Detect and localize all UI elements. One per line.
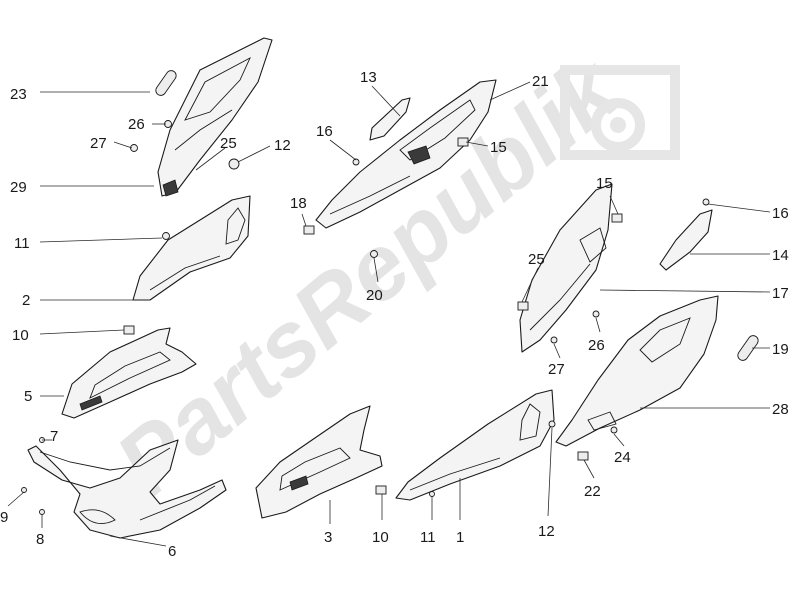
- screw-12: [228, 158, 240, 170]
- part-right-side-panel: [395, 389, 555, 501]
- callout-24: 24: [614, 449, 631, 466]
- screw-20: [370, 250, 378, 258]
- part-left-side-panel: [132, 195, 251, 301]
- callout-25: 25: [220, 135, 237, 152]
- callout-13: 13: [360, 69, 377, 86]
- callout-15: 15: [490, 139, 507, 156]
- callout-6: 6: [168, 543, 176, 560]
- callout-10: 10: [12, 327, 29, 344]
- screw-26b: [592, 310, 600, 318]
- callout-15b: 15: [596, 175, 613, 192]
- screw-8: [39, 509, 45, 515]
- callout-14: 14: [772, 247, 789, 264]
- screw-11: [162, 232, 170, 240]
- callout-16b: 16: [772, 205, 789, 222]
- screw-27b: [550, 336, 558, 344]
- part-footrest-right: [255, 405, 383, 519]
- callout-9: 9: [0, 509, 8, 526]
- screw-12b: [548, 420, 556, 428]
- callout-21: 21: [532, 73, 549, 90]
- part-bracket-13: [369, 97, 411, 141]
- callout-22: 22: [584, 483, 601, 500]
- callout-10b: 10: [372, 529, 389, 546]
- callout-27: 27: [90, 135, 107, 152]
- callout-16: 16: [316, 123, 333, 140]
- callout-25b: 25: [528, 251, 545, 268]
- callout-12b: 12: [538, 523, 555, 540]
- callout-8: 8: [36, 531, 44, 548]
- callout-27b: 27: [548, 361, 565, 378]
- callout-17: 17: [772, 285, 789, 302]
- part-side-rail-17: [519, 183, 613, 353]
- part-bracket-14: [659, 209, 713, 271]
- callout-5: 5: [24, 388, 32, 405]
- part-central-tunnel: [315, 79, 497, 229]
- callout-23: 23: [10, 86, 27, 103]
- callout-1: 1: [456, 529, 464, 546]
- callout-labels: 23 26 27 25 12 29 11 2 10 5 7 9 8 6 13 2…: [0, 69, 789, 560]
- callout-20: 20: [366, 287, 383, 304]
- part-upper-left-cover: [157, 37, 273, 197]
- screw-9: [21, 487, 27, 493]
- clip-25b: [517, 301, 529, 311]
- part-19-strip: [737, 335, 759, 361]
- clip-18: [303, 225, 315, 235]
- callout-7: 7: [50, 428, 58, 445]
- callout-26: 26: [128, 116, 145, 133]
- part-footrest-left: [61, 327, 197, 419]
- clip-10b: [375, 485, 387, 495]
- screw-27: [130, 144, 138, 152]
- callout-2: 2: [22, 292, 30, 309]
- callout-19: 19: [772, 341, 789, 358]
- screw-16a: [352, 158, 360, 166]
- gear-icon: [560, 65, 680, 160]
- clip-22: [577, 451, 589, 461]
- clip-15b: [611, 213, 623, 223]
- clip-10: [123, 325, 135, 335]
- callout-3: 3: [324, 529, 332, 546]
- screw-24: [610, 426, 618, 434]
- callout-29: 29: [10, 179, 27, 196]
- part-lower-right-cover: [555, 295, 719, 447]
- part-floor-panel: [27, 439, 227, 539]
- screw-16b: [702, 198, 710, 206]
- callout-12: 12: [274, 137, 291, 154]
- small-hardware: [21, 70, 759, 515]
- part-23-strip: [155, 70, 177, 96]
- leader-lines: [7, 81, 771, 547]
- callout-26b: 26: [588, 337, 605, 354]
- callout-28: 28: [772, 401, 789, 418]
- callout-11b: 11: [420, 529, 436, 546]
- callout-11: 11: [14, 235, 30, 252]
- callout-18: 18: [290, 195, 307, 212]
- screw-11b: [429, 491, 435, 497]
